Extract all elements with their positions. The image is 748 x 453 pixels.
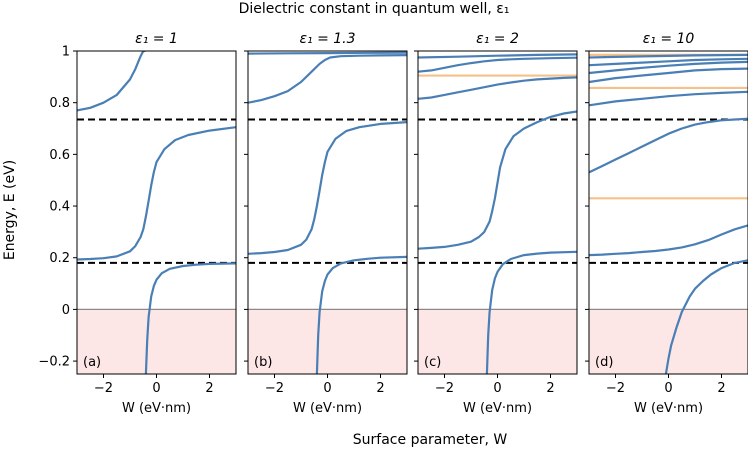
panel-a: −2 0 2 −0.2 0 0.2 0.4 0.6 0.8 1 ε₁ = 1 (a) W (eV·nm) [38,31,237,416]
y-tick-label: 0.2 [49,251,70,266]
energy-curve-1 [418,76,577,100]
x-tick-label: 0 [493,381,501,396]
ylabel: Energy, E (eV) [2,160,18,260]
plot-area [248,51,407,374]
energy-curve-6 [589,53,748,59]
plot-area [589,53,748,374]
y-tick-label: 0.6 [49,148,70,163]
x-axis-label: W (eV·nm) [293,401,362,416]
energy-curve-2 [77,126,236,261]
supxlabel: Surface parameter, W [353,432,508,448]
energy-curve-2 [589,90,748,107]
panel-tag: (d) [595,355,613,370]
panel-b: −2 0 2 ε₁ = 1.3 (b) W (eV·nm) [244,31,408,416]
energy-curve-4 [315,255,407,374]
energy-curve-1 [77,51,146,112]
energy-curve-3 [589,67,748,84]
x-tick-label: −2 [94,381,113,396]
energy-curve-7 [589,224,748,257]
negative-energy-region [77,309,236,374]
y-tick-label: −0.2 [38,355,70,370]
x-axis-label: W (eV·nm) [463,401,532,416]
plot-area [418,53,577,374]
y-tick-label: 0.4 [49,200,70,215]
x-tick-label: 0 [323,381,331,396]
energy-curve-3 [144,262,236,374]
energy-curve-3 [248,120,407,255]
energy-curve-8 [664,259,748,374]
x-axis-label: W (eV·nm) [634,401,703,416]
x-tick-label: 2 [376,381,384,396]
panel-title: ε₁ = 10 [643,31,695,47]
energy-curve-5 [485,250,577,374]
energy-curve-1 [589,117,748,174]
energy-curve-5 [589,57,748,67]
x-tick-label: 2 [205,381,213,396]
y-tick-label: 1 [62,45,70,60]
negative-energy-region [248,309,407,374]
energy-curve-1 [248,53,407,104]
panel-c: −2 0 2 ε₁ = 2 (c) W (eV·nm) [414,31,578,416]
panel-tag: (c) [424,355,441,370]
suptitle: Dielectric constant in quantum well, ε₁ [239,1,510,17]
x-tick-label: 2 [717,381,725,396]
panel-tag: (a) [83,355,101,370]
x-tick-label: 0 [664,381,672,396]
y-tick-label: 0 [62,303,70,318]
x-axis-label: W (eV·nm) [122,401,191,416]
panel-title: ε₁ = 1.3 [299,31,355,47]
panel-tag: (b) [254,355,272,370]
x-tick-label: 2 [546,381,554,396]
energy-curve-4 [589,60,748,75]
x-tick-label: −2 [606,381,625,396]
y-tick-label: 0.8 [49,96,70,111]
panel-title: ε₁ = 2 [476,31,519,47]
energy-curve-4 [418,110,577,250]
energy-curve-2 [418,56,577,73]
plot-area [77,51,236,374]
panels: −2 0 2 −0.2 0 0.2 0.4 0.6 0.8 1 ε₁ = 1 (a) W (eV·nm)… [38,31,748,416]
x-tick-label: −2 [265,381,284,396]
x-tick-label: −2 [435,381,454,396]
energy-curve-3 [418,53,577,59]
negative-energy-region [418,309,577,374]
x-tick-label: 0 [152,381,160,396]
panel-title: ε₁ = 1 [135,31,178,47]
energy-curve-2 [248,51,407,55]
panel-d: −2 0 2 ε₁ = 10 (d) W (eV·nm) [585,31,748,416]
